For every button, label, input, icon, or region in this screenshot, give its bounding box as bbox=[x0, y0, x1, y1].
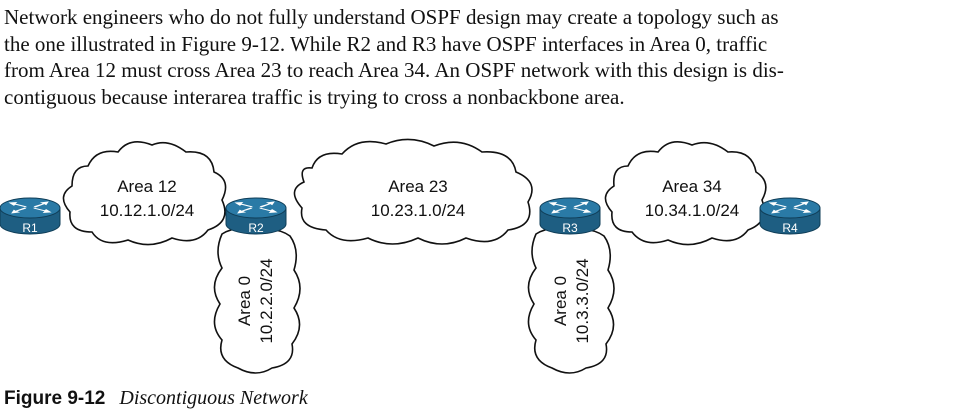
area-0-r2-name: Area 0 bbox=[235, 276, 254, 326]
cloud-area-23: Area 23 10.23.1.0/24 bbox=[293, 138, 533, 245]
figure-caption: Figure 9-12 Discontiguous Network bbox=[4, 387, 308, 410]
router-r4-label: R4 bbox=[782, 221, 798, 235]
area-12-network: 10.12.1.0/24 bbox=[100, 201, 195, 220]
router-r1-label: R1 bbox=[22, 221, 38, 235]
area-0-r3-network: 10.3.3.0/24 bbox=[573, 258, 592, 343]
paragraph-line: Network engineers who do not fully under… bbox=[4, 5, 779, 29]
area-34-network: 10.34.1.0/24 bbox=[645, 201, 740, 220]
cloud-area-0-r2: Area 0 10.2.2.0/24 bbox=[213, 227, 301, 374]
area-23-network: 10.23.1.0/24 bbox=[371, 201, 466, 220]
area-23-name: Area 23 bbox=[388, 177, 448, 196]
paragraph-line: from Area 12 must cross Area 23 to reach… bbox=[4, 58, 784, 82]
figure-title: Discontiguous Network bbox=[119, 387, 308, 409]
router-r3-label: R3 bbox=[562, 221, 578, 235]
router-r1-icon: R1 bbox=[0, 197, 61, 235]
router-r4-icon: R4 bbox=[759, 197, 821, 235]
figure-number: Figure 9-12 bbox=[4, 388, 106, 409]
router-r3-icon: R3 bbox=[539, 197, 601, 235]
area-12-name: Area 12 bbox=[117, 177, 177, 196]
area-0-r3-name: Area 0 bbox=[551, 276, 570, 326]
body-paragraph: Network engineers who do not fully under… bbox=[4, 4, 950, 110]
cloud-area-12: Area 12 10.12.1.0/24 bbox=[62, 140, 227, 246]
router-r2-label: R2 bbox=[248, 221, 264, 235]
cloud-area-0-r3: Area 0 10.3.3.0/24 bbox=[527, 227, 615, 374]
area-0-r2-network: 10.2.2.0/24 bbox=[257, 258, 276, 343]
cloud-area-34: Area 34 10.34.1.0/24 bbox=[604, 140, 767, 246]
router-r2-icon: R2 bbox=[225, 197, 287, 235]
area-34-name: Area 34 bbox=[662, 177, 722, 196]
paragraph-line: the one illustrated in Figure 9-12. Whil… bbox=[4, 31, 768, 56]
paragraph-line: contiguous because interarea traffic is … bbox=[4, 84, 625, 109]
